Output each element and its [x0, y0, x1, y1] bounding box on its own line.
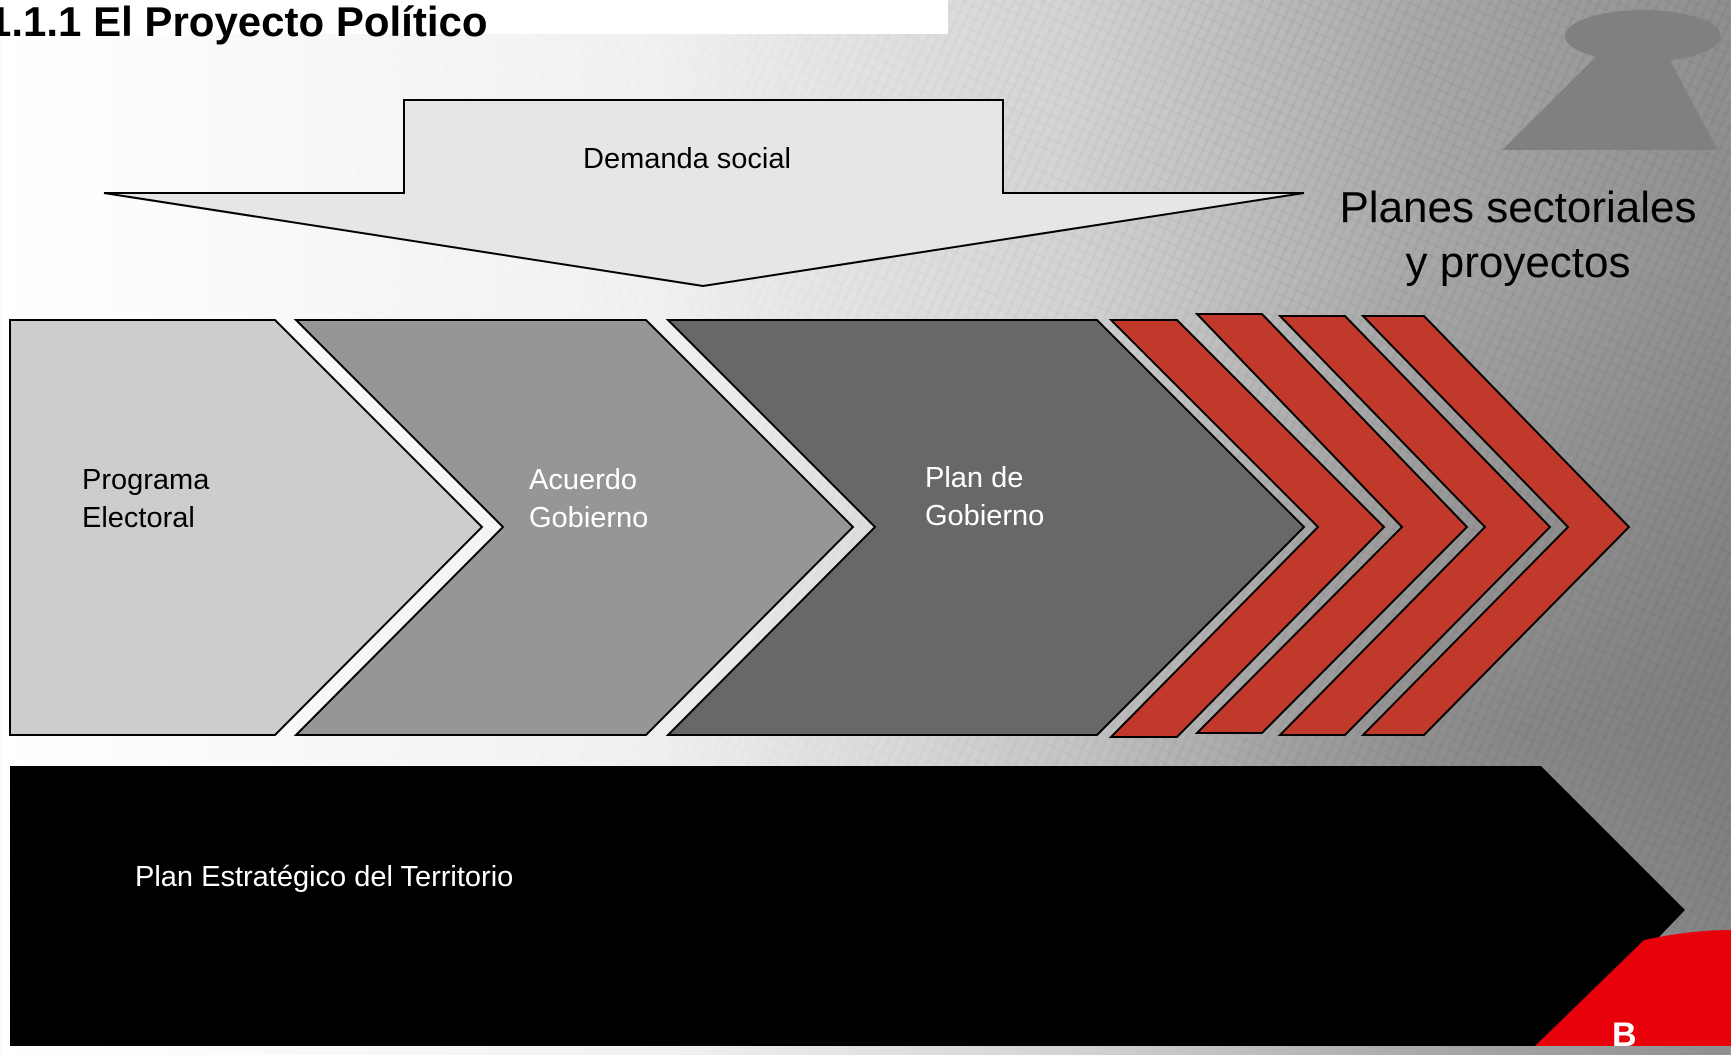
demanda-social-arrow: [103, 99, 1305, 288]
programa-electoral-shape: [9, 319, 484, 736]
sectoriales-chevron-4: [1360, 315, 1631, 736]
title-bar: 1.1.1 El Proyecto Político: [0, 0, 948, 44]
sectoriales-chevron-1: [1108, 319, 1386, 738]
sectoriales-chevron-2: [1194, 313, 1469, 734]
acuerdo-gobierno-chevron: [293, 319, 855, 736]
plan-estrategico-label: Plan Estratégico del Territorio: [135, 861, 514, 893]
programa-electoral-label: Programa Electoral: [82, 464, 210, 534]
logo-letter: B: [1612, 1016, 1637, 1054]
plan-gobierno-label: Plan de Gobierno: [925, 462, 1045, 532]
demanda-social-label: Demanda social: [583, 143, 791, 175]
sectoriales-chevron-3: [1277, 315, 1552, 736]
acuerdo-gobierno-label: Acuerdo Gobierno: [529, 464, 649, 534]
pyramid-top-icon: [1565, 10, 1721, 62]
pyramid-icon: [1502, 10, 1718, 150]
logo-shape: [1535, 930, 1731, 1046]
page-title: 1.1.1 El Proyecto Político: [0, 0, 488, 45]
planes-sectoriales-label: Planes sectoriales y proyectos: [1339, 183, 1697, 287]
plan-estrategico-arrow: [10, 766, 1685, 1046]
plan-gobierno-chevron: [665, 319, 1306, 736]
